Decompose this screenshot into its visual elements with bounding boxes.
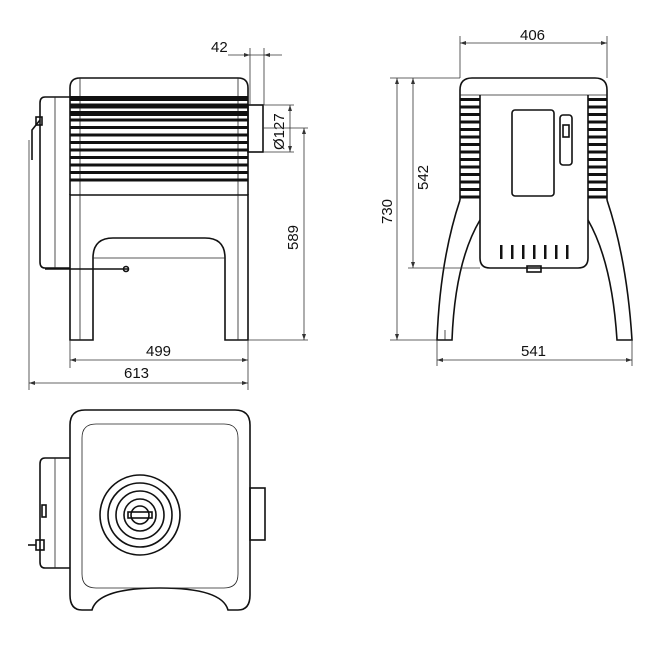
ash-vents (500, 245, 569, 259)
door-window (511, 109, 555, 197)
side-view (31, 77, 264, 341)
dim-flue-offset: 42 (211, 39, 228, 56)
flue-pipe (247, 104, 264, 153)
rib (588, 105, 607, 109)
rib (460, 128, 480, 131)
vent-slot (555, 245, 558, 259)
rib (460, 120, 480, 124)
rib (460, 180, 480, 184)
rib (588, 135, 607, 139)
flue-outlet (249, 487, 266, 541)
front-view (436, 77, 633, 341)
air-control (559, 114, 573, 166)
rib (588, 195, 607, 199)
dim-flue-diameter: Ø127 (271, 113, 288, 150)
rib (588, 150, 607, 154)
vent-slot (544, 245, 547, 259)
rib (588, 173, 607, 176)
rib (70, 163, 248, 167)
rib (460, 173, 480, 176)
dim-flue-height: 589 (285, 225, 302, 250)
rib (588, 143, 607, 146)
rib (588, 158, 607, 161)
dim-leg-width: 541 (521, 343, 546, 360)
vent-slot (533, 245, 536, 259)
front-ribs (460, 98, 607, 199)
rib (460, 150, 480, 154)
top-view (28, 409, 266, 611)
rib (588, 128, 607, 131)
rib (460, 165, 480, 169)
rib (588, 188, 607, 191)
rib (460, 105, 480, 109)
vent-slot (566, 245, 569, 259)
rib (588, 98, 607, 101)
rib (588, 180, 607, 184)
rib (70, 141, 248, 144)
front-dimensions: 406 542 730 541 (379, 27, 633, 366)
rib (70, 178, 248, 182)
rib (70, 148, 248, 152)
rib (70, 156, 248, 159)
rib (588, 120, 607, 124)
rib (588, 113, 607, 116)
rib (460, 188, 480, 191)
vent-slot (522, 245, 525, 259)
dim-door-height: 542 (415, 165, 432, 190)
rib (70, 103, 248, 109)
rib (460, 98, 480, 101)
rib (460, 135, 480, 139)
rib (70, 96, 248, 101)
side-dimensions: 42 Ø127 589 499 613 (28, 39, 308, 390)
door-handle (31, 119, 41, 160)
rib (460, 113, 480, 116)
dim-leg-depth: 499 (146, 343, 171, 360)
rib (460, 195, 480, 199)
rib (70, 126, 248, 129)
rib (460, 158, 480, 161)
rib (70, 133, 248, 137)
rib (70, 171, 248, 174)
dim-total-height: 730 (379, 199, 396, 224)
side-ribs (70, 96, 248, 182)
dim-body-width: 406 (520, 27, 545, 44)
dim-total-depth: 613 (124, 365, 149, 382)
vent-slot (500, 245, 503, 259)
rib (70, 111, 248, 116)
hot-plate (99, 474, 181, 556)
rib (460, 143, 480, 146)
rib (588, 165, 607, 169)
vent-slot (511, 245, 514, 259)
rib (70, 118, 248, 122)
